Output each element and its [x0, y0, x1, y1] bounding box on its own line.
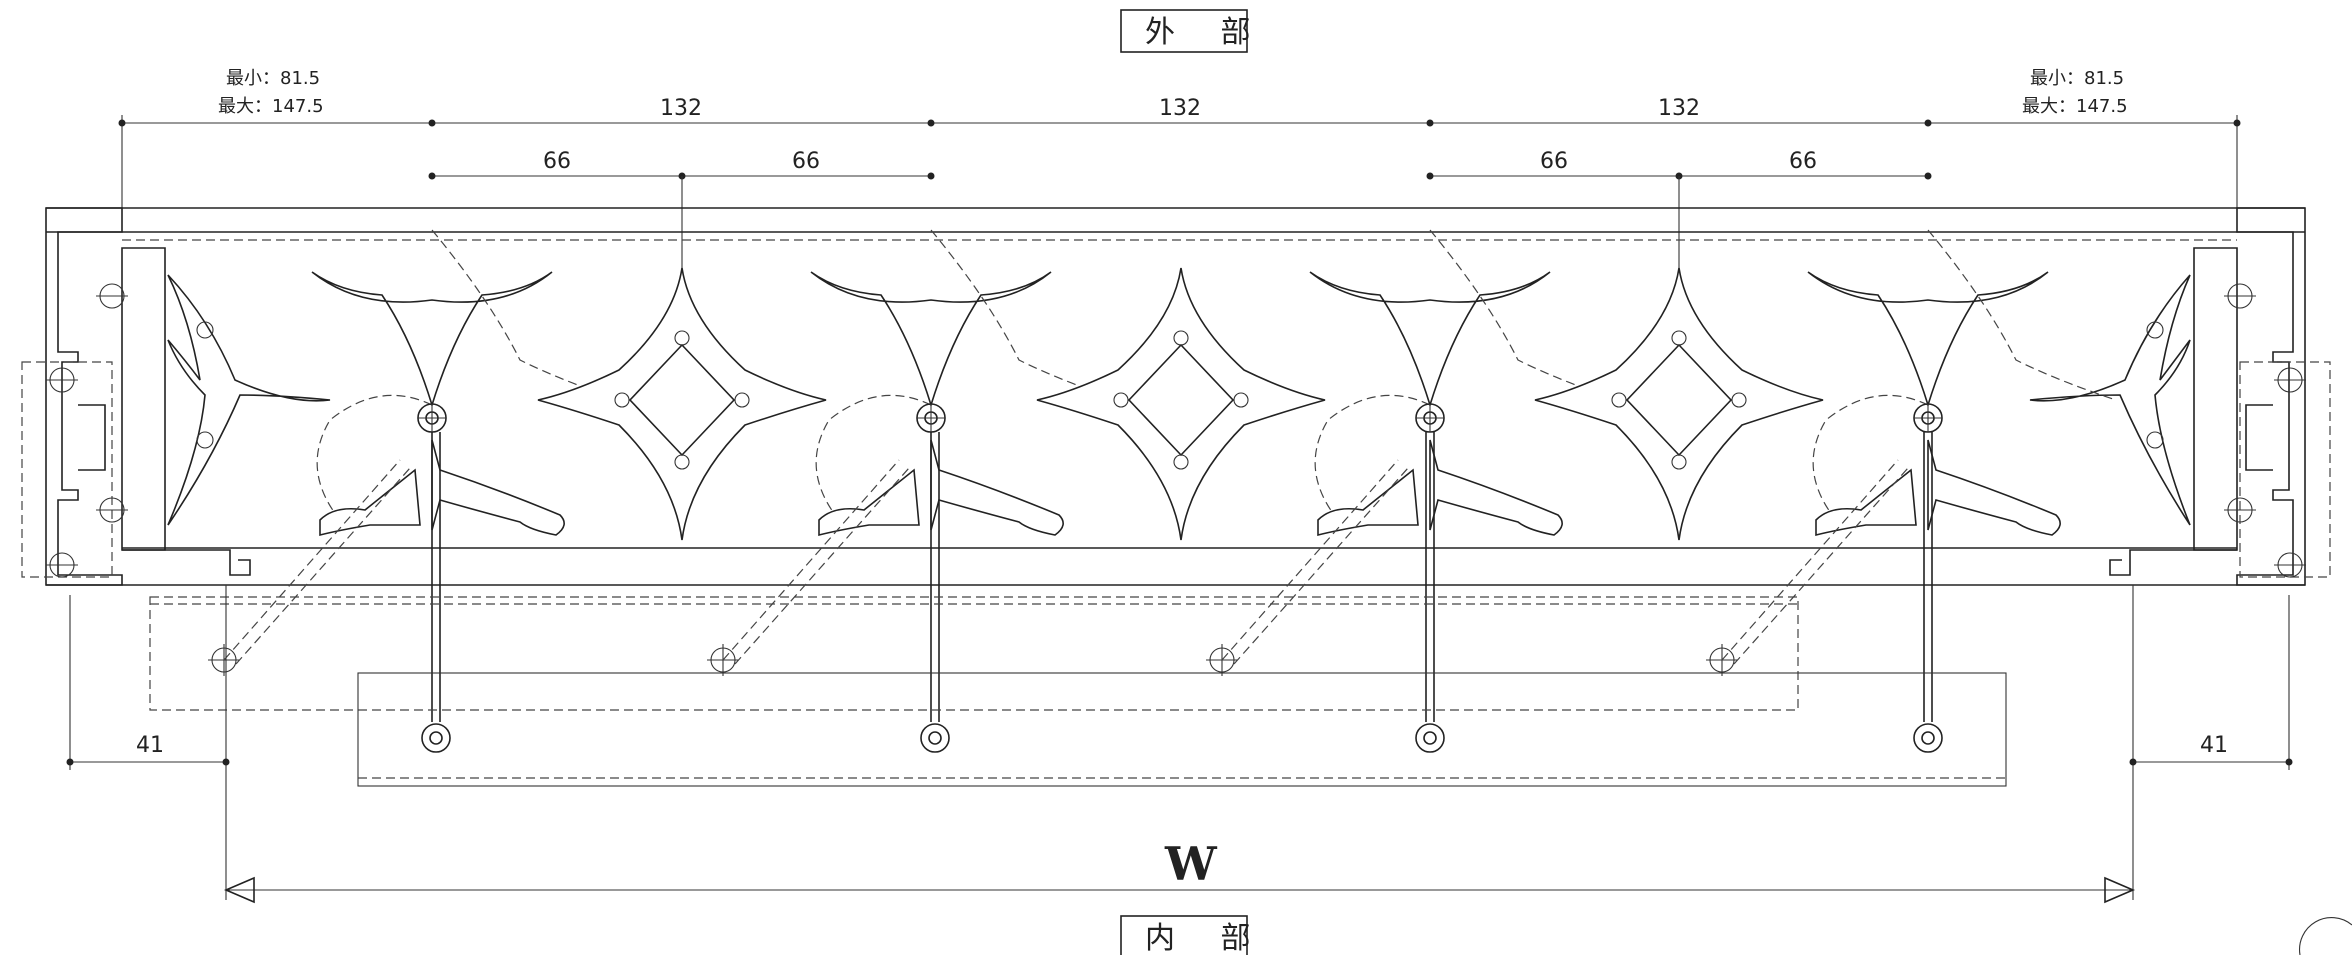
pivot-blade-2 — [707, 229, 1120, 753]
right-frame-dim: 41 — [2200, 733, 2228, 758]
left-end-half-blade — [167, 274, 331, 526]
overall-width-dimension — [223, 876, 2136, 904]
half-pitch-dim-2: 66 — [792, 149, 820, 174]
interior-label-box: 内 部 — [1120, 915, 1269, 955]
right-min-margin-label: 最小：81.5 — [2030, 68, 2124, 89]
diamond-blade-3 — [1534, 267, 1824, 541]
left-frame-dim: 41 — [136, 733, 164, 758]
half-pitch-dimension-lines — [428, 172, 1932, 270]
right-max-margin-label: 最大：147.5 — [2022, 96, 2128, 117]
pitch-dim-3: 132 — [1658, 96, 1700, 121]
width-symbol: W — [1164, 837, 1218, 891]
left-frame-dimension — [66, 585, 230, 900]
half-pitch-dim-3: 66 — [1540, 149, 1568, 174]
half-pitch-dim-1: 66 — [543, 149, 571, 174]
right-jamb-profile — [2109, 207, 2331, 586]
pitch-dimension-line — [118, 115, 2241, 210]
operator-panels — [149, 596, 2007, 787]
pivot-blade-4 — [1706, 229, 2117, 753]
pitch-dim-2: 132 — [1159, 96, 1201, 121]
sheet-marker-circle — [2299, 917, 2352, 955]
left-jamb-profile — [21, 207, 251, 586]
left-max-margin-label: 最大：147.5 — [218, 96, 324, 117]
right-frame-dimension — [2129, 585, 2293, 900]
half-pitch-dim-4: 66 — [1789, 149, 1817, 174]
window-frame — [46, 207, 2305, 586]
exterior-label-box: 外 部 — [1120, 9, 1269, 53]
pivot-blade-1 — [208, 229, 621, 753]
exterior-label: 外 部 — [1145, 15, 1269, 50]
pitch-dim-1: 132 — [660, 96, 702, 121]
interior-label: 内 部 — [1145, 921, 1269, 955]
pivot-blade-3 — [1206, 229, 1619, 753]
diamond-blade-1 — [537, 267, 827, 541]
diamond-blade-2 — [1036, 267, 1326, 541]
left-min-margin-label: 最小：81.5 — [226, 68, 320, 89]
right-end-half-blade — [2029, 274, 2191, 526]
